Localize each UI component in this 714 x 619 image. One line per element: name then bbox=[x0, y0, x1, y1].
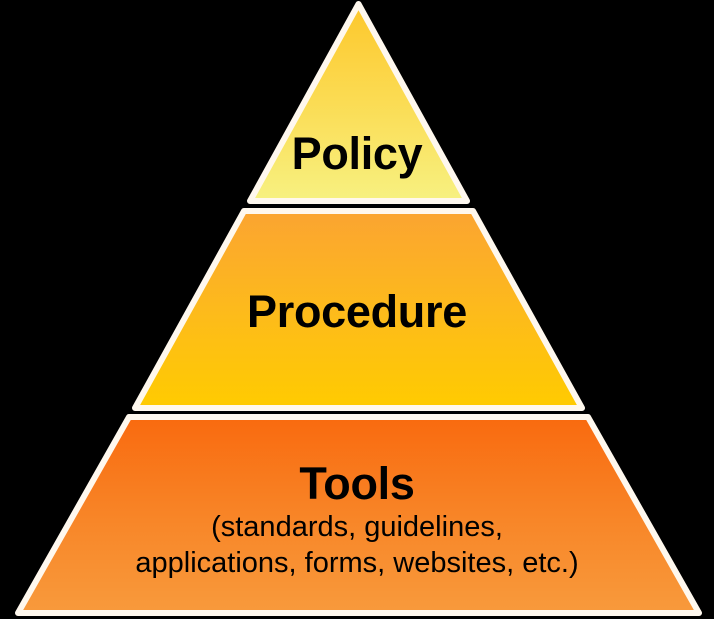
pyramid-tier-procedure bbox=[132, 208, 585, 411]
pyramid-tier-policy bbox=[247, 1, 470, 204]
pyramid-tier-tools bbox=[15, 414, 702, 616]
